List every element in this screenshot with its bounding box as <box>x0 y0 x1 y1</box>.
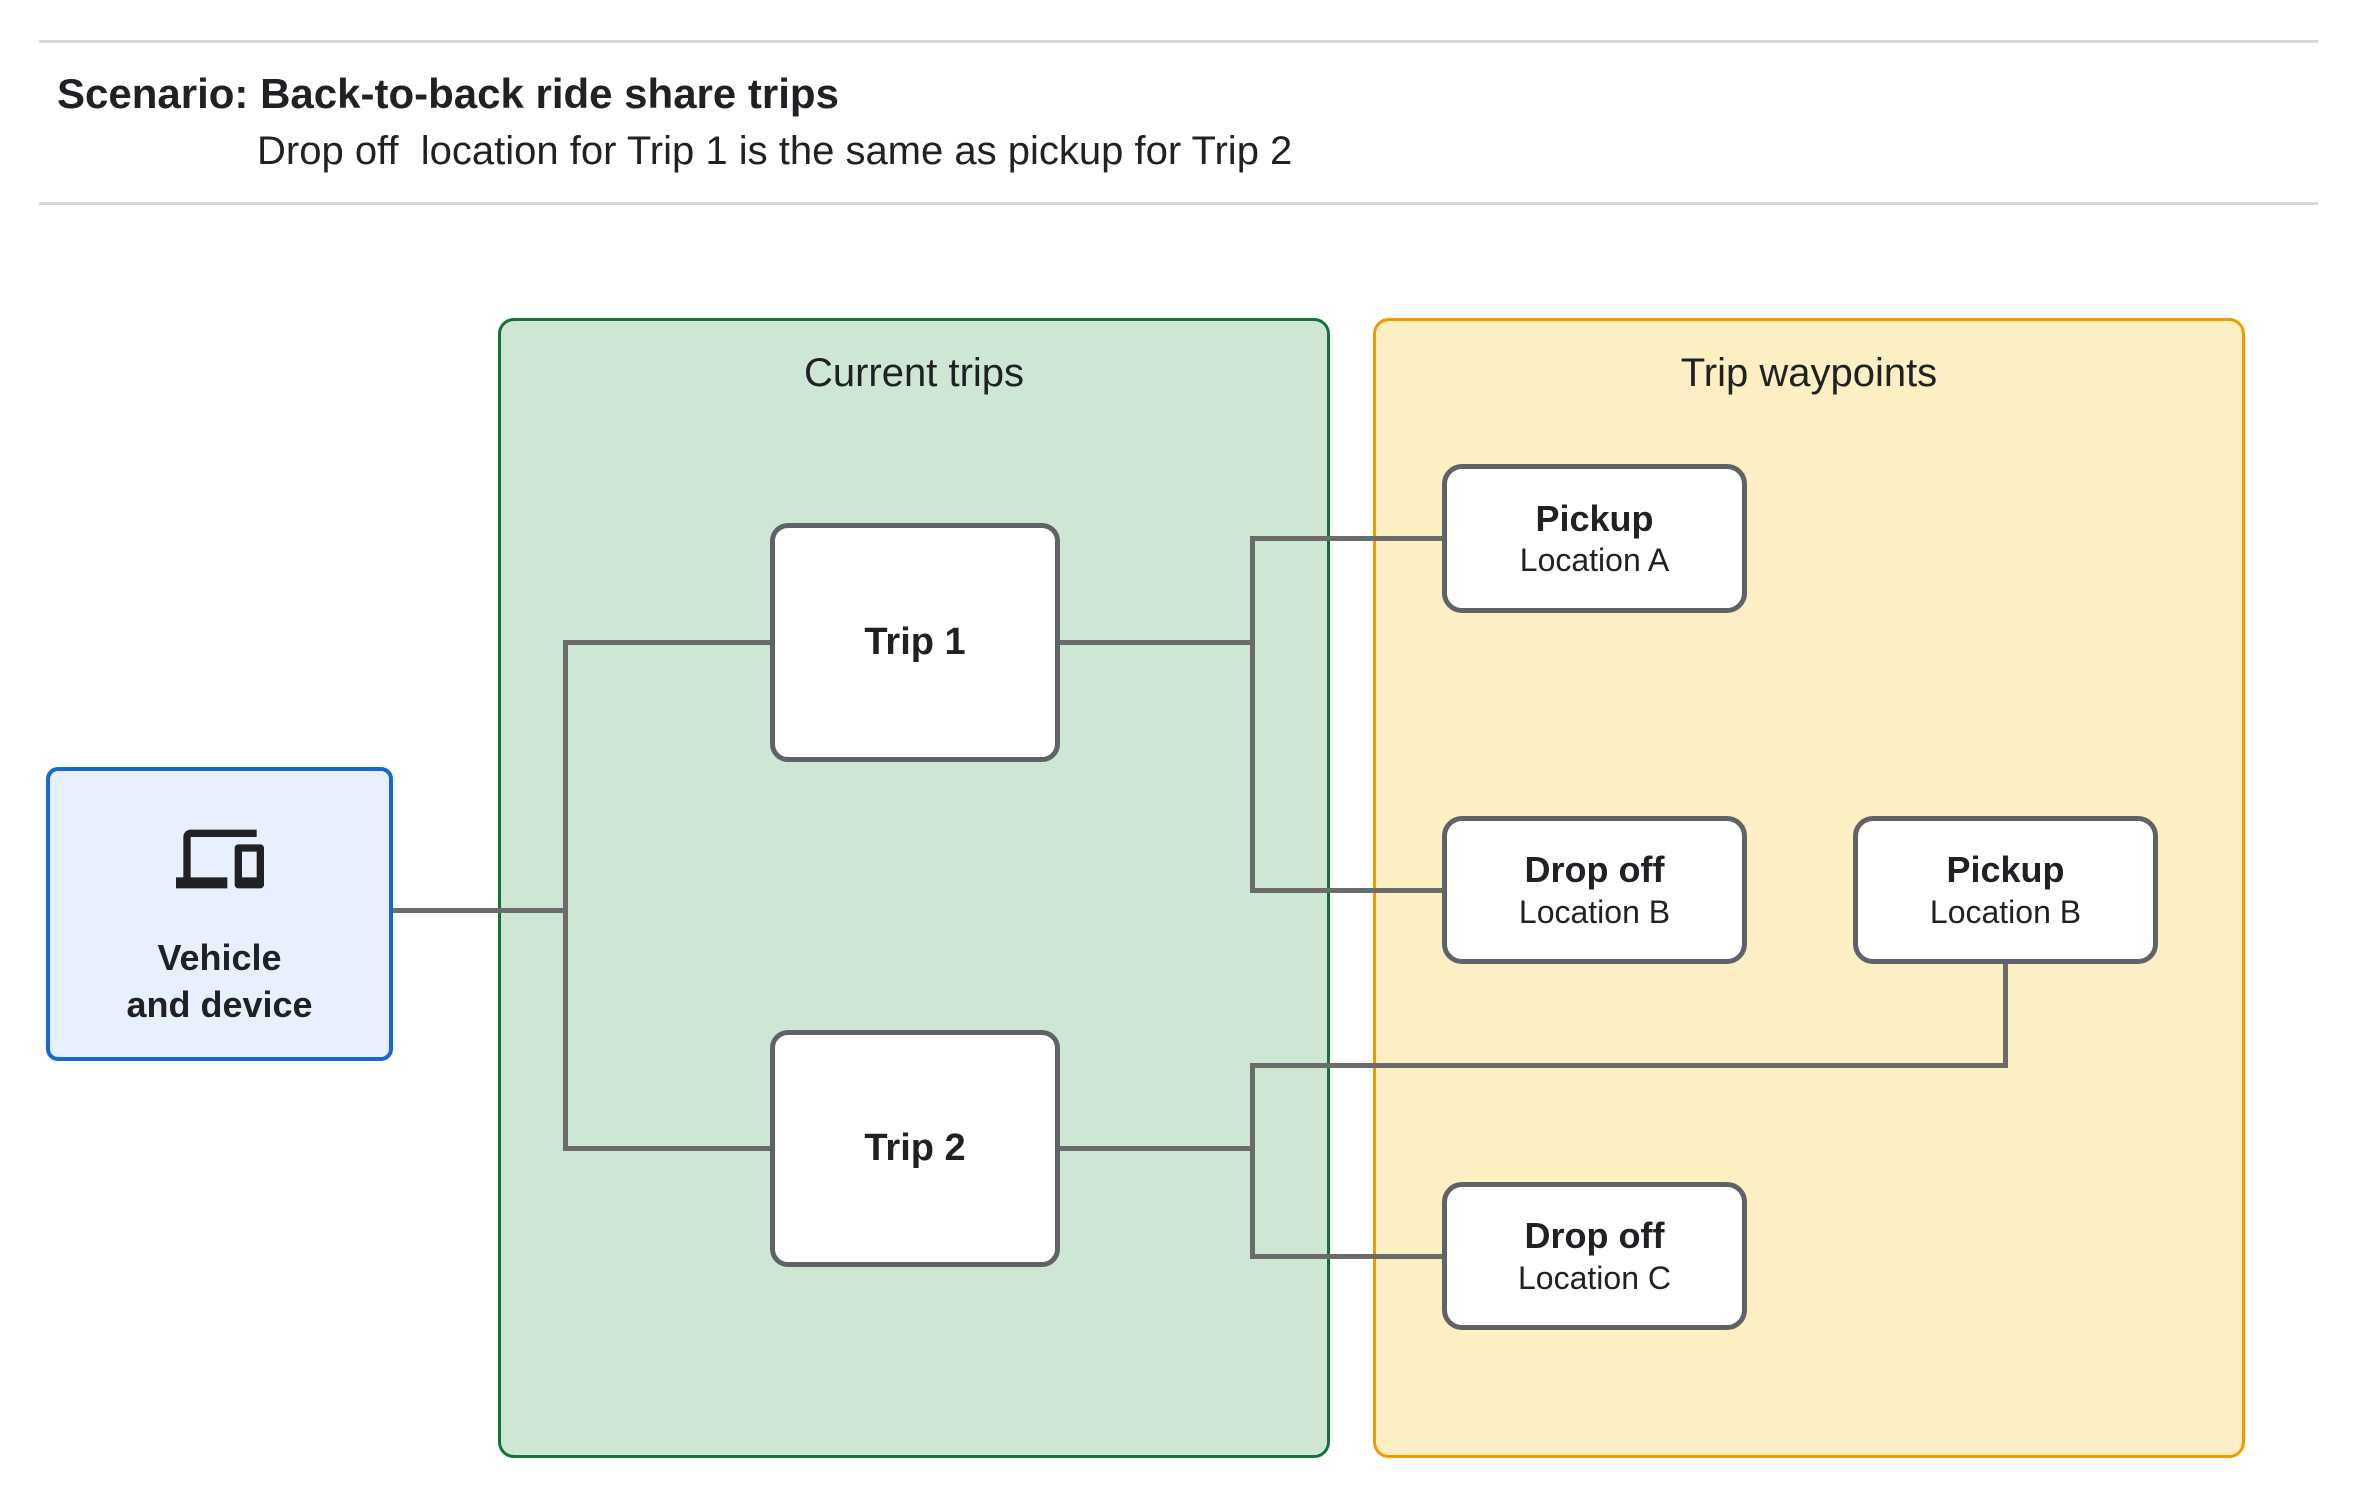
waypoint-dropoff-location-b: Drop off Location B <box>1442 816 1747 964</box>
vehicle-label-line2: and device <box>126 984 313 1026</box>
connector-trip2-out <box>1060 1146 1255 1151</box>
divider-top <box>39 40 2318 43</box>
waypoint-location: Location A <box>1519 542 1670 579</box>
waypoint-title: Pickup <box>1535 497 1654 539</box>
connector-trip1-to-dropoff-b <box>1250 888 1442 893</box>
trip1-label: Trip 1 <box>864 621 966 663</box>
devices-icon <box>175 829 264 889</box>
connector-branch-to-trip1 <box>563 640 770 645</box>
panel-current-trips: Current trips <box>498 318 1330 1458</box>
trip1-node: Trip 1 <box>770 523 1060 762</box>
connector-vehicle-out <box>385 908 568 913</box>
waypoint-title: Drop off <box>1524 1215 1665 1257</box>
page-title: Scenario: Back-to-back ride share trips <box>57 70 839 117</box>
connector-trip1-out <box>1060 640 1255 645</box>
panel-trip-waypoints-title: Trip waypoints <box>1680 351 1938 395</box>
waypoint-dropoff-location-c: Drop off Location C <box>1442 1182 1747 1330</box>
vehicle-node-label: Vehicle and device <box>50 935 389 1029</box>
connector-trip2-to-pickup-b-horizontal <box>1250 1063 2008 1068</box>
waypoint-location: Location B <box>1518 893 1671 930</box>
trip2-node: Trip 2 <box>770 1030 1060 1267</box>
waypoint-title: Pickup <box>1946 849 2065 891</box>
connector-trip1-branch-vertical <box>1250 536 1255 893</box>
connector-trip2-to-dropoff-c <box>1250 1254 1442 1259</box>
connector-trip2-branch-vertical <box>1250 1063 1255 1259</box>
divider-bottom <box>39 202 2318 205</box>
connector-vehicle-branch-vertical <box>563 640 568 1151</box>
connector-branch-to-trip2 <box>563 1146 770 1151</box>
trip2-label: Trip 2 <box>864 1127 966 1169</box>
connector-trip1-to-pickup-a <box>1250 536 1442 541</box>
waypoint-location: Location B <box>1929 893 2082 930</box>
waypoint-location: Location C <box>1518 1259 1671 1296</box>
vehicle-node: Vehicle and device <box>46 767 393 1061</box>
waypoint-pickup-location-a: Pickup Location A <box>1442 464 1747 613</box>
panel-current-trips-title: Current trips <box>803 351 1025 395</box>
page-subtitle: Drop off location for Trip 1 is the same… <box>257 129 1293 173</box>
waypoint-pickup-location-b: Pickup Location B <box>1853 816 2158 964</box>
waypoint-title: Drop off <box>1524 849 1665 891</box>
connector-pickup-b-down-vertical <box>2003 962 2008 1068</box>
vehicle-label-line1: Vehicle <box>157 937 282 979</box>
